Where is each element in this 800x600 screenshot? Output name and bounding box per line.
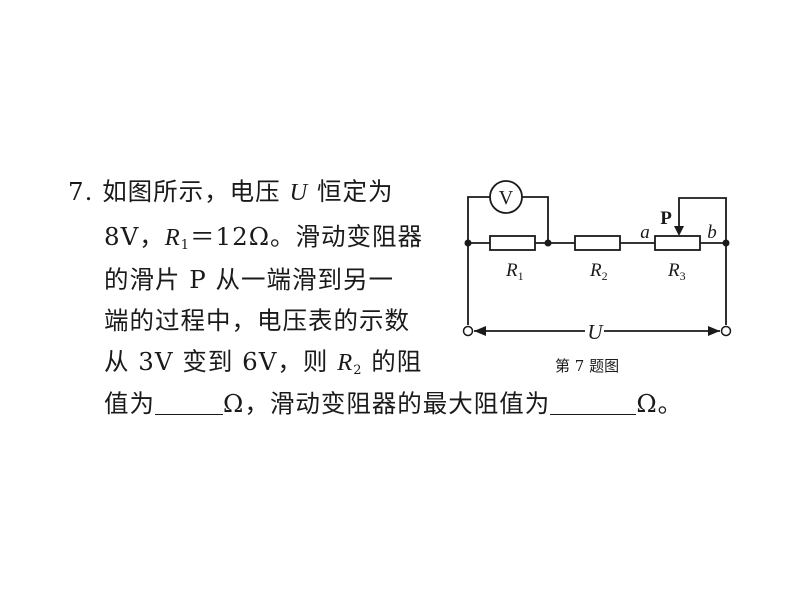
- problem-text: 端的过程中，电压表的示数: [104, 306, 410, 335]
- slider-wire: [678, 197, 727, 243]
- resistor-subscript: 1: [180, 238, 191, 253]
- voltage-variable: U: [289, 179, 309, 206]
- figure-caption: 第 7 题图: [555, 357, 620, 375]
- answer-blank-2[interactable]: [550, 394, 637, 415]
- problem-text: 8V，: [104, 222, 165, 251]
- terminal-a-label: a: [640, 222, 650, 243]
- slider-label: P: [660, 208, 672, 229]
- problem-line-2: 8V，R1＝12Ω。滑动变阻器: [104, 222, 424, 253]
- slider-arrow-icon: [674, 226, 684, 236]
- resistor-subscript: 2: [353, 363, 363, 378]
- resistor-r3: [654, 235, 701, 251]
- r2-label: R2: [589, 260, 608, 283]
- junction-dot: [544, 239, 552, 247]
- problem-line-3: 的滑片 P 从一端滑到另一: [104, 265, 395, 294]
- problem-text: 值为: [104, 389, 155, 418]
- r3-label: R3: [667, 260, 686, 283]
- arrow-left-icon: [474, 326, 486, 336]
- resistor-variable: R: [164, 224, 181, 251]
- problem-text: 如图所示，电压: [102, 177, 281, 206]
- voltmeter-label: V: [499, 187, 514, 209]
- problem-line-4: 端的过程中，电压表的示数: [104, 306, 410, 335]
- problem-text: 的滑片 P 从一端滑到另一: [104, 265, 395, 294]
- problem-text: Ω。: [636, 389, 684, 418]
- problem-text: ＝12Ω。滑动变阻器: [190, 222, 424, 251]
- voltmeter-wire: [522, 196, 549, 243]
- problem-text: Ω，滑动变阻器的最大阻值为: [223, 389, 551, 418]
- problem-line-5: 从 3V 变到 6V，则 R2 的阻: [104, 347, 423, 378]
- junction-dot: [464, 239, 472, 247]
- voltmeter-wire: [467, 196, 490, 243]
- problem-line-1: 7. 如图所示，电压 U 恒定为: [68, 177, 394, 206]
- answer-blank-1[interactable]: [155, 394, 223, 415]
- problem-number: 7.: [68, 177, 94, 206]
- problem-text: 从 3V 变到 6V，则: [104, 347, 329, 376]
- resistor-variable: R: [337, 349, 354, 376]
- problem-line-6: 值为 Ω，滑动变阻器的最大阻值为 Ω。: [104, 389, 684, 418]
- voltage-label: U: [587, 320, 604, 344]
- junction-dot: [722, 239, 730, 247]
- r1-label: R1: [505, 260, 524, 283]
- problem-text: 的阻: [371, 347, 423, 376]
- terminal-right: [720, 325, 732, 337]
- resistor-r2: [574, 235, 621, 251]
- arrow-right-icon: [708, 326, 720, 336]
- resistor-r1: [489, 235, 536, 251]
- problem-text: 恒定为: [316, 177, 394, 206]
- terminal-left: [462, 325, 474, 337]
- terminal-b-label: b: [707, 222, 717, 243]
